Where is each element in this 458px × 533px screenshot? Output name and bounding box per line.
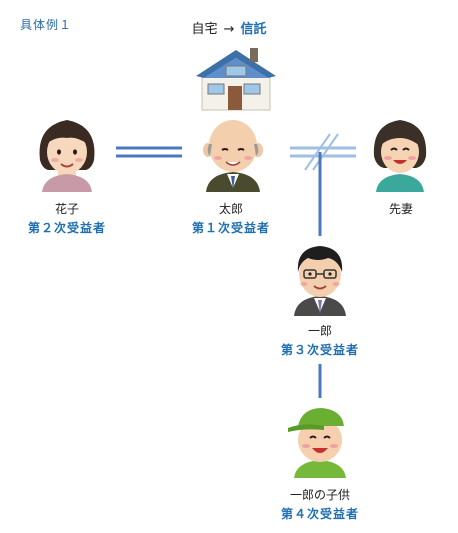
taro-role: 第１次受益者 <box>191 221 270 235</box>
ichiro-role: 第３次受益者 <box>280 343 359 357</box>
child-name: 一郎の子供 <box>289 488 350 502</box>
hanako-avatar <box>39 120 95 192</box>
house-to: 信託 <box>240 22 267 37</box>
child-avatar <box>288 408 346 478</box>
divorce-slash-2 <box>312 133 339 171</box>
house-caption: 自宅 → 信託 <box>0 18 458 37</box>
child-role: 第４次受益者 <box>280 507 359 521</box>
house-from: 自宅 <box>191 22 218 37</box>
senzai-avatar <box>373 120 427 192</box>
arrow-icon: → <box>223 22 235 37</box>
ichiro-name: 一郎 <box>307 324 332 338</box>
house-icon <box>196 48 276 111</box>
senzai-name: 先妻 <box>388 202 413 216</box>
hanako-name: 花子 <box>54 202 79 216</box>
divorce-slash-1 <box>304 133 331 171</box>
example-label: 具体例１ <box>20 18 73 32</box>
hanako-role: 第２次受益者 <box>27 221 106 235</box>
taro-avatar <box>203 120 263 192</box>
taro-name: 太郎 <box>218 202 243 216</box>
ichiro-avatar <box>294 246 346 316</box>
